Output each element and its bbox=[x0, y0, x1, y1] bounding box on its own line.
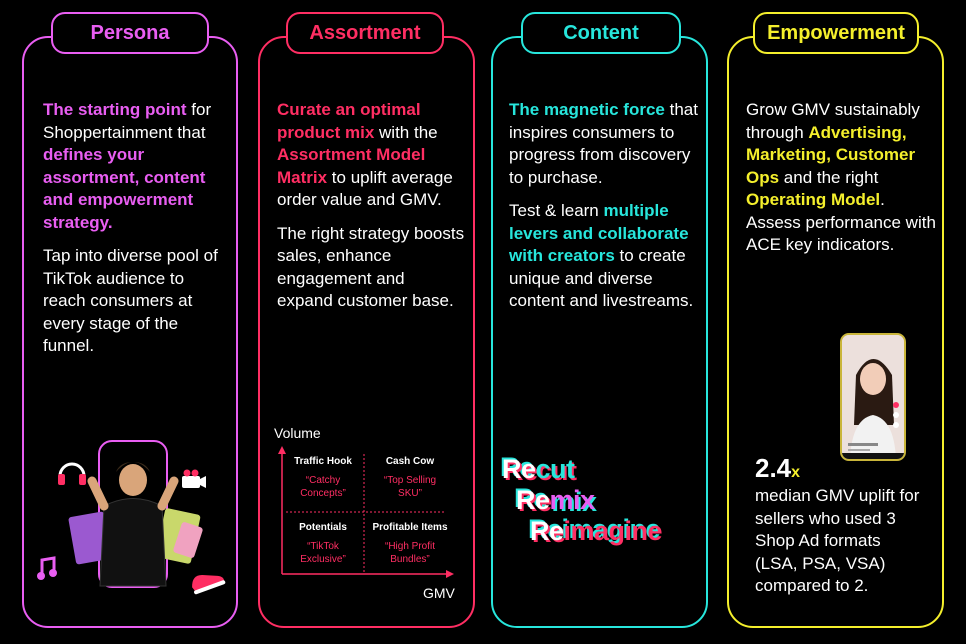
persona-paragraph-1: The starting point for Shoppertainment t… bbox=[43, 100, 212, 232]
stat-number: 2.4x bbox=[755, 453, 801, 483]
bag-purple bbox=[68, 511, 112, 565]
content-paragraph-1: The magnetic force that inspires consume… bbox=[509, 100, 698, 187]
headphone-icon bbox=[58, 462, 86, 485]
empowerment-title: Empowerment bbox=[767, 21, 905, 44]
shopper-graphic bbox=[37, 462, 226, 595]
empowerment-paragraph-1: Grow GMV sustainably through Advertising… bbox=[746, 100, 936, 254]
persona-title: Persona bbox=[90, 21, 170, 44]
sneaker-icon bbox=[192, 574, 226, 595]
content-body: The magnetic force that inspires consume… bbox=[509, 99, 699, 324]
creator-phone bbox=[840, 333, 906, 461]
head bbox=[119, 464, 147, 496]
matrix-cell-potentials: Potentials “TikTok Exclusive” bbox=[299, 522, 347, 565]
content-tab[interactable]: Content bbox=[521, 12, 681, 54]
assortment-paragraph-1: Curate an optimal product mix with the A… bbox=[277, 100, 453, 209]
matrix-x-label: GMV bbox=[423, 585, 455, 601]
music-note-icon bbox=[37, 556, 57, 580]
empowerment-tab[interactable]: Empowerment bbox=[753, 12, 919, 54]
empowerment-body: Grow GMV sustainably through Advertising… bbox=[746, 99, 936, 268]
creator-graphic bbox=[842, 335, 904, 459]
content-paragraph-2: Test & learn multiple levers and collabo… bbox=[509, 201, 694, 310]
tagline-line-1: Recut bbox=[502, 454, 575, 484]
assortment-body: Curate an optimal product mix with the A… bbox=[277, 99, 465, 324]
assortment-paragraph-2: The right strategy boosts sales, enhance… bbox=[277, 223, 465, 311]
stat-description: median GMV uplift for sellers who used 3… bbox=[755, 486, 920, 595]
content-title: Content bbox=[563, 21, 639, 44]
persona-body: The starting point for Shoppertainment t… bbox=[43, 99, 227, 369]
shirt bbox=[99, 498, 167, 587]
persona-tab[interactable]: Persona bbox=[51, 12, 209, 54]
matrix-cell-cash-cow: Cash Cow “Top Selling SKU” bbox=[383, 456, 437, 499]
bag-pink bbox=[173, 522, 203, 558]
matrix-y-label: Volume bbox=[274, 425, 321, 441]
assortment-title: Assortment bbox=[309, 21, 421, 44]
camera-icon bbox=[182, 469, 206, 488]
assortment-tab[interactable]: Assortment bbox=[286, 12, 444, 54]
persona-paragraph-2: Tap into diverse pool of TikTok audience… bbox=[43, 246, 218, 355]
tagline-line-3: Reimagine bbox=[530, 516, 663, 546]
matrix-axes bbox=[278, 446, 454, 578]
shopper-illustration bbox=[32, 436, 232, 611]
tagline-line-2: Remix bbox=[516, 485, 595, 515]
matrix-cell-traffic-hook: Traffic Hook “Catchy Concepts” bbox=[294, 456, 352, 499]
matrix-cell-profitable-items: Profitable Items “High Profit Bundles” bbox=[372, 522, 448, 565]
recut-remix-reimagine-logo: Recut Remix Reimagine bbox=[502, 454, 663, 547]
